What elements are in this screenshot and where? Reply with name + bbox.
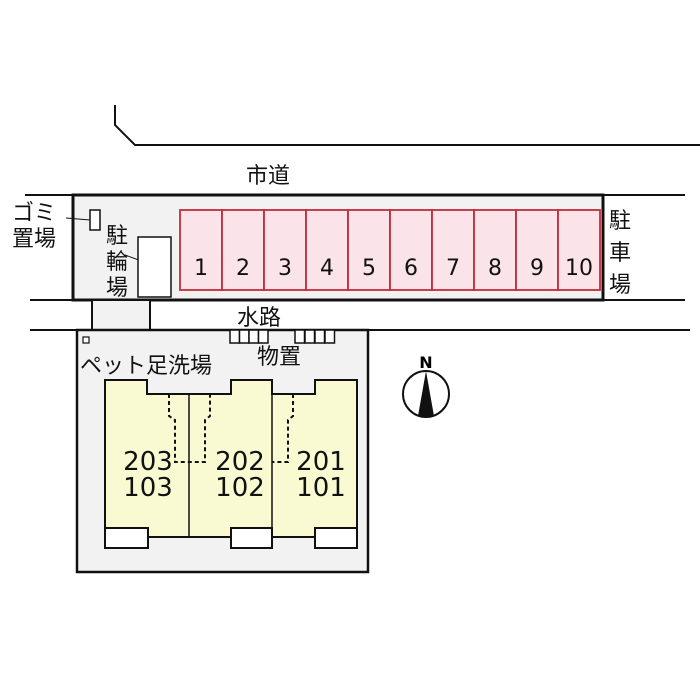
entrance-box (230, 527, 273, 549)
parking-space-number: 9 (530, 256, 544, 281)
garbage-area (89, 209, 101, 231)
garbage-leader (65, 217, 91, 221)
parking-space (221, 209, 265, 291)
unit-lower-label: 103 (123, 473, 173, 503)
parking-space (347, 209, 391, 291)
bicycle-label-2: 輪 (106, 250, 128, 275)
parking-space (431, 209, 475, 291)
stair-dashed-line (168, 394, 211, 463)
parking-space-number: 3 (278, 256, 292, 281)
storage-unit (248, 329, 260, 344)
parking-space-number: 4 (320, 256, 334, 281)
parking-space-number: 6 (404, 256, 418, 281)
city-road-label: 市道 (246, 164, 290, 189)
stair-dashed-line (272, 394, 294, 463)
parking-space-number: 8 (488, 256, 502, 281)
storage-units (229, 329, 336, 344)
north-label: N (419, 353, 432, 372)
road-edge (114, 105, 700, 146)
parking-label-2: 車 (609, 241, 631, 266)
parking-space (179, 209, 223, 291)
bridge (91, 299, 151, 331)
parking-space (305, 209, 349, 291)
entrance-box (104, 527, 149, 549)
garbage-label-1: ゴミ (12, 201, 56, 226)
pet-wash-label: ペット足洗場 (80, 354, 212, 379)
unit-upper-label: 203 (123, 447, 173, 477)
parking-space (263, 209, 307, 291)
parking-space-number: 10 (565, 256, 593, 281)
unit-lower-label: 101 (296, 473, 346, 503)
entrance-box (314, 527, 358, 549)
bicycle-shelter (137, 236, 172, 298)
parking-space-number: 7 (446, 256, 460, 281)
storage-unit (229, 329, 241, 344)
storage-unit (294, 329, 306, 344)
unit-lower-label: 102 (215, 473, 265, 503)
waterway-label: 水路 (237, 306, 281, 331)
storage-unit (324, 329, 336, 344)
north-compass-icon: N (402, 353, 450, 418)
storage-label: 物置 (257, 345, 301, 370)
garbage-label-2: 置場 (12, 227, 56, 252)
parking-space-number: 5 (362, 256, 376, 281)
parking-space (515, 209, 559, 291)
parking-spaces: 1 2 3 4 5 6 7 8 9 10 (179, 209, 601, 291)
parking-space-number: 2 (236, 256, 250, 281)
parking-space (473, 209, 517, 291)
bicycle-label-1: 駐 (106, 224, 128, 249)
storage-unit (238, 329, 250, 344)
unit-upper-label: 201 (296, 447, 346, 477)
parking-space-number: 1 (194, 256, 208, 281)
pet-wash-station (82, 336, 90, 344)
parking-label-1: 駐 (609, 209, 631, 234)
storage-unit (314, 329, 326, 344)
storage-unit (257, 329, 269, 344)
parking-label-3: 場 (609, 273, 631, 298)
parking-space (557, 209, 601, 291)
unit-upper-label: 202 (215, 447, 265, 477)
bicycle-label-3: 場 (106, 276, 128, 301)
storage-unit (304, 329, 316, 344)
